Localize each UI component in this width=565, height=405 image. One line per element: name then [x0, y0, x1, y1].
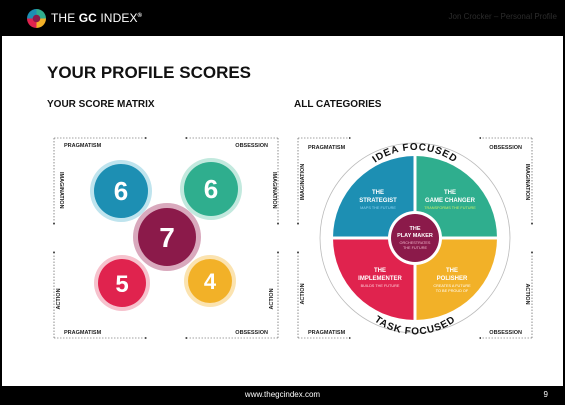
- strategist-quadrant: [333, 156, 415, 238]
- play-maker-score: 7: [159, 222, 175, 253]
- play-maker-description-line2: THE FUTURE: [403, 246, 428, 250]
- all-categories-diagram: PRAGMATISM OBSESSION PRAGMATISM OBSESSIO…: [296, 136, 534, 340]
- game-changer-title-line2: GAME CHANGER: [425, 198, 476, 204]
- categories-imagination-right-label: IMAGINATION: [524, 164, 530, 201]
- game-changer-score-circle: 6: [180, 158, 242, 220]
- play-maker-score-circle: 7: [133, 203, 201, 271]
- matrix-imagination-left-label: IMAGINATION: [58, 172, 64, 209]
- polisher-quadrant: [415, 238, 497, 320]
- matrix-obsession-bottom-label: OBSESSION: [235, 330, 268, 336]
- play-maker-title-line1: THE: [410, 226, 421, 232]
- footer-url: www.thegcindex.com: [244, 390, 321, 399]
- matrix-obsession-top-label: OBSESSION: [235, 143, 268, 149]
- polisher-score-circle: 4: [184, 255, 236, 307]
- matrix-action-left-label: ACTION: [56, 288, 62, 309]
- game-changer-score: 6: [204, 174, 218, 204]
- polisher-title-line1: THE: [446, 268, 458, 274]
- strategist-score: 6: [114, 176, 128, 206]
- categories-imagination-left-label: IMAGINATION: [300, 164, 306, 201]
- report-page: YOUR PROFILE SCORES YOUR SCORE MATRIX AL…: [2, 36, 563, 386]
- play-maker-title-line2: PLAY MAKER: [397, 233, 433, 239]
- brand-name: THE GC INDEX®: [51, 11, 143, 25]
- categories-action-left-label: ACTION: [300, 283, 306, 304]
- strategist-title-line1: THE: [372, 190, 384, 196]
- implementer-title-line1: THE: [374, 268, 386, 274]
- page-number: 9: [543, 390, 548, 399]
- play-maker-center: [391, 214, 439, 262]
- matrix-pragmatism-bottom-label: PRAGMATISM: [64, 330, 102, 336]
- categories-pragmatism-bottom-label: PRAGMATISM: [308, 330, 346, 336]
- implementer-title-line2: IMPLEMENTER: [358, 276, 402, 282]
- implementer-quadrant: [333, 238, 415, 320]
- score-matrix-heading: YOUR SCORE MATRIX: [47, 99, 155, 110]
- strategist-description: MAPS THE FUTURE: [360, 206, 396, 210]
- game-changer-quadrant: [415, 156, 497, 238]
- page-title: YOUR PROFILE SCORES: [47, 63, 252, 82]
- categories-action-right-label: ACTION: [524, 283, 530, 304]
- categories-pragmatism-top-label: PRAGMATISM: [308, 145, 346, 151]
- header-bar: THE GC INDEX® Jon Crocker – Personal Pro…: [0, 0, 565, 36]
- categories-obsession-bottom-label: OBSESSION: [489, 330, 522, 336]
- matrix-pragmatism-top-label: PRAGMATISM: [64, 143, 102, 149]
- gc-index-logo-icon: [27, 9, 46, 28]
- score-matrix: PRAGMATISM OBSESSION PRAGMATISM OBSESSIO…: [52, 136, 280, 340]
- play-maker-description-line1: ORCHESTRATES: [400, 241, 431, 245]
- polisher-title-line2: POLISHER: [437, 276, 468, 282]
- categories-obsession-top-label: OBSESSION: [489, 145, 522, 151]
- game-changer-description: TRANSFORMS THE FUTURE: [424, 206, 476, 210]
- polisher-description-line1: CREATES A FUTURE: [433, 284, 471, 288]
- matrix-imagination-right-label: IMAGINATION: [271, 172, 277, 209]
- matrix-action-right-label: ACTION: [269, 288, 275, 309]
- strategist-title-line2: STRATEGIST: [359, 198, 397, 204]
- game-changer-title-line1: THE: [444, 190, 456, 196]
- all-categories-heading: ALL CATEGORIES: [294, 99, 382, 110]
- polisher-description-line2: TO BE PROUD OF: [436, 289, 469, 293]
- polisher-score: 4: [204, 269, 217, 294]
- profile-label: Jon Crocker – Personal Profile: [448, 12, 558, 21]
- implementer-score: 5: [115, 271, 128, 298]
- implementer-score-circle: 5: [94, 255, 150, 311]
- implementer-description: BUILDS THE FUTURE: [361, 284, 400, 288]
- strategist-score-circle: 6: [90, 160, 152, 222]
